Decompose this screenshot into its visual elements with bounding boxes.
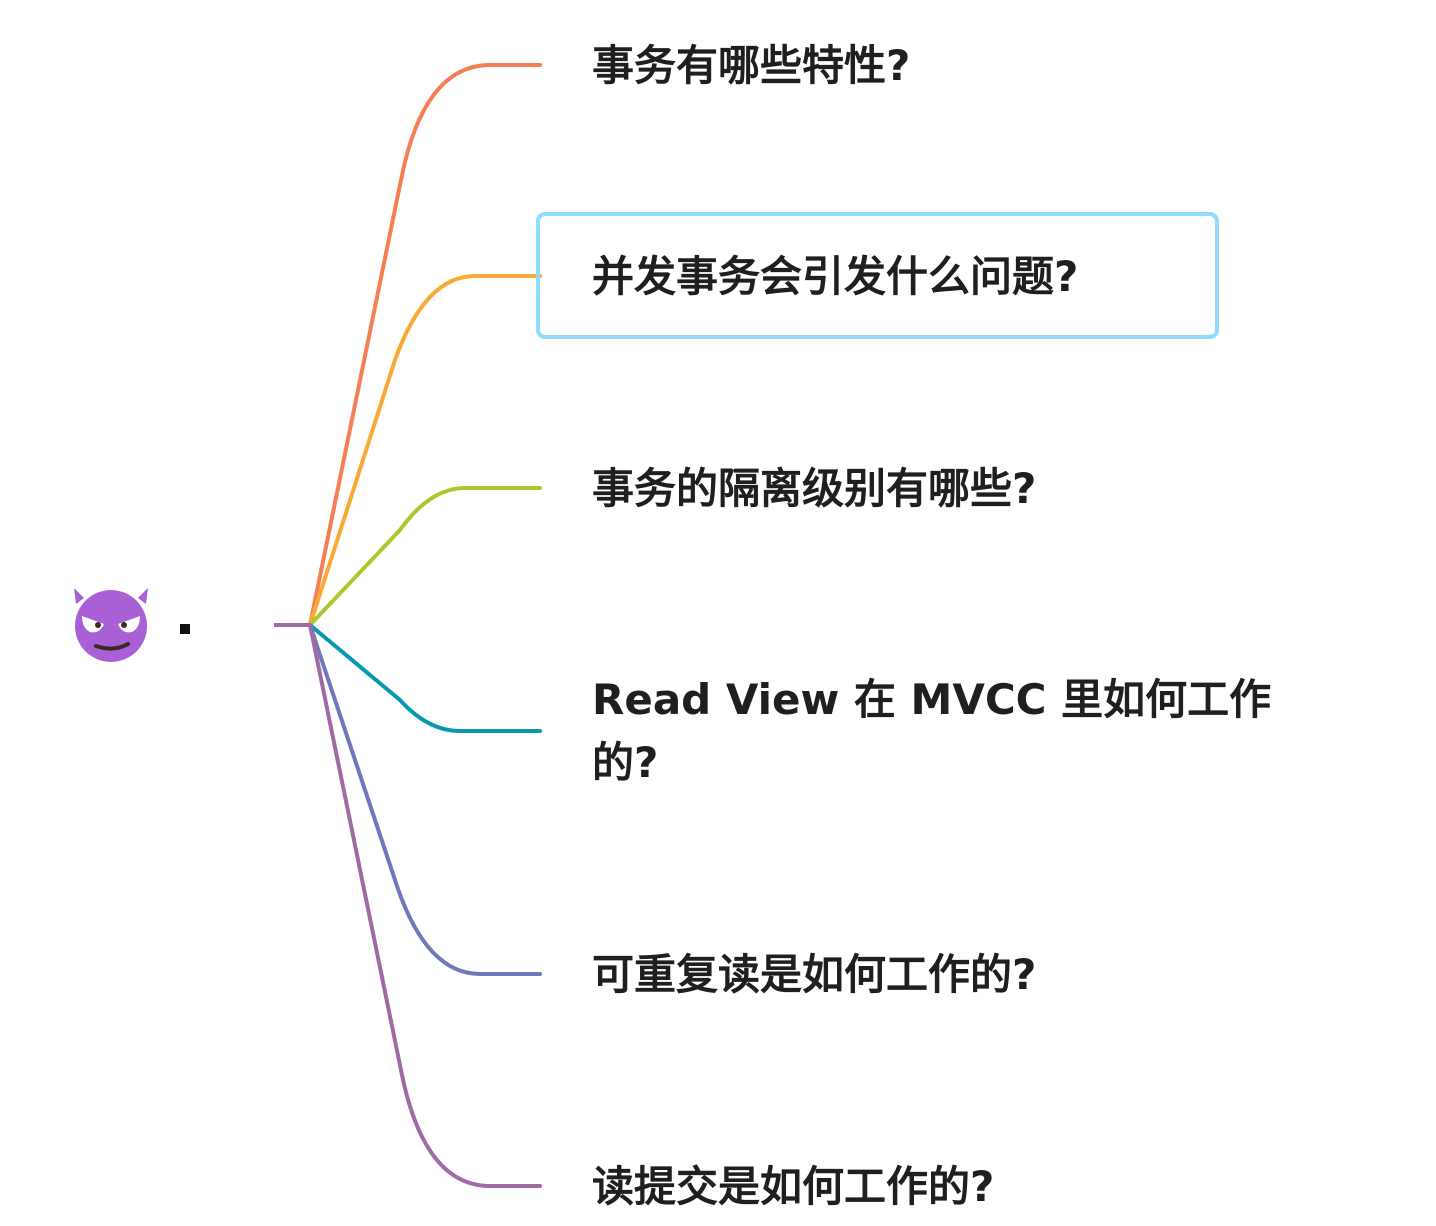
- edge-topic-4: [308, 623, 542, 733]
- topic-node-3[interactable]: 事务的隔离级别有哪些?: [592, 464, 1037, 513]
- topic-node-5[interactable]: 可重复读是如何工作的?: [592, 950, 1037, 999]
- edge-topic-5: [308, 623, 542, 976]
- edge-topic-1: [308, 63, 542, 627]
- smiling-devil-icon[interactable]: [70, 586, 152, 670]
- root-node-label[interactable]: .: [180, 624, 190, 634]
- topic-node-4-line2: 的?: [592, 738, 659, 787]
- topic-node-1[interactable]: 事务有哪些特性?: [592, 41, 911, 90]
- edge-topic-3: [308, 486, 542, 627]
- topic-node-2[interactable]: 并发事务会引发什么问题?: [592, 252, 1079, 301]
- edge-topic-6: [308, 623, 542, 1188]
- topic-node-4-line1: Read View 在 MVCC 里如何工作: [592, 675, 1272, 724]
- selection-outline: [536, 212, 1219, 339]
- topic-node-4[interactable]: Read View 在 MVCC 里如何工作 的?: [592, 668, 1271, 794]
- edge-topic-2: [308, 274, 542, 627]
- topic-node-6[interactable]: 读提交是如何工作的?: [592, 1162, 995, 1211]
